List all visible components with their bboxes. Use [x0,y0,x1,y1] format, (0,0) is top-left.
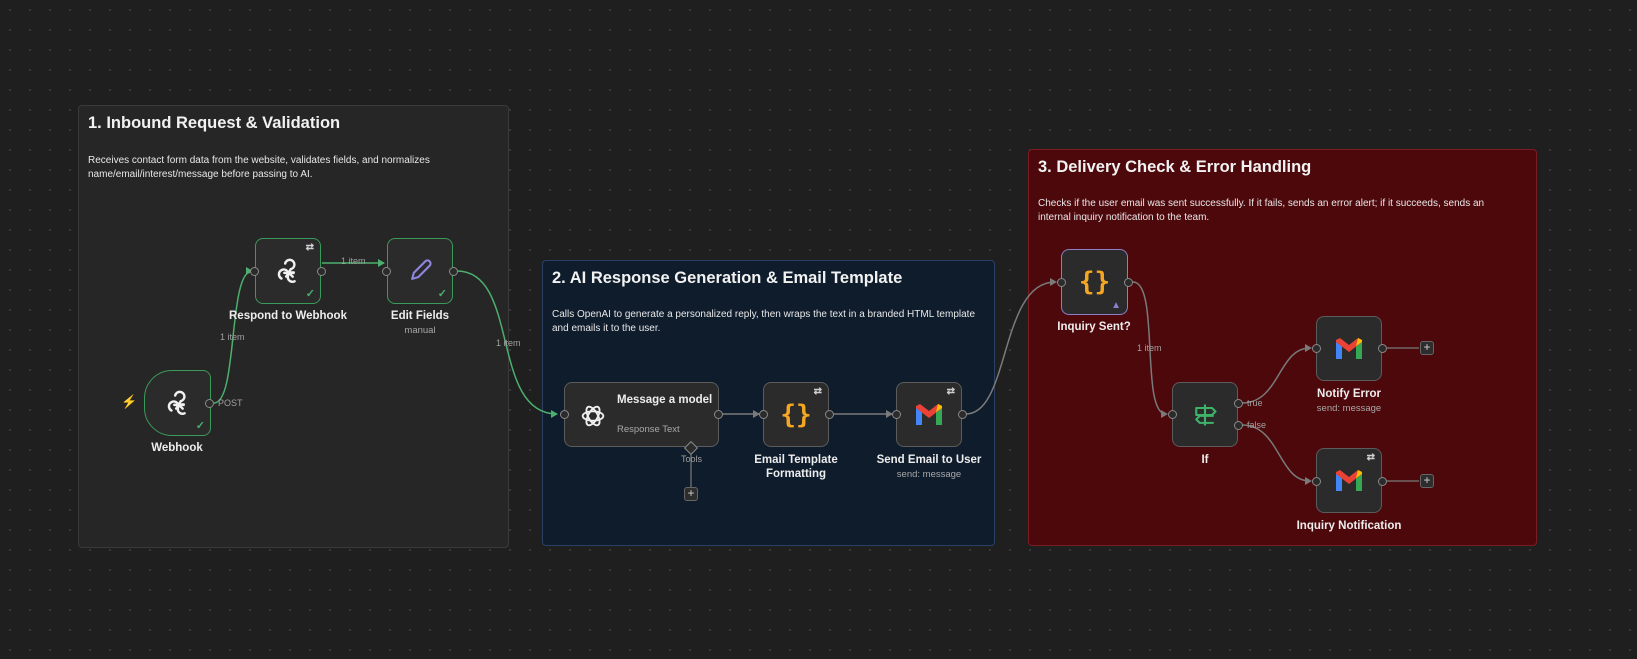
output-port[interactable] [449,267,458,276]
arrow-head [551,410,558,418]
output-port[interactable] [205,399,214,408]
success-check-icon: ✓ [305,288,315,300]
edge-webhook-to-respond [213,270,253,404]
input-port[interactable] [250,267,259,276]
loop-icon: ⇄ [1366,452,1375,463]
arrow-head [886,410,893,418]
edge-label: 1 item [341,256,366,266]
tools-label: Tools [681,454,703,464]
node-label: Inquiry Sent? [1057,321,1131,333]
output-port[interactable] [958,410,967,419]
node-label: Send Email to User [876,454,982,466]
output-port-false[interactable] [1234,421,1243,430]
add-tool-button[interactable]: + [684,487,698,501]
input-port[interactable] [1312,344,1321,353]
trigger-bolt-icon: ⚡ [121,394,138,409]
sticky-title: 3. Delivery Check & Error Handling [1038,158,1312,176]
braces-icon: {} [1078,267,1111,297]
node-notify-error[interactable] [1316,316,1382,381]
input-port[interactable] [382,267,391,276]
loop-icon: ⇄ [946,386,955,397]
node-edit-fields[interactable]: ✓ [387,238,453,304]
signpost-icon [1195,404,1217,425]
edge-label: 1 item [220,332,245,342]
edge-inquiry-sent-to-if [1132,281,1167,415]
output-port-true[interactable] [1234,399,1243,408]
node-label: Message a model [617,394,713,406]
success-check-icon: ✓ [437,288,447,300]
node-subtitle: manual [404,325,436,336]
output-port[interactable] [1378,477,1387,486]
pin-icon: ▲ [1111,300,1121,311]
add-node-button[interactable]: + [1420,474,1434,488]
output-port[interactable] [317,267,326,276]
sticky-title: 2. AI Response Generation & Email Templa… [552,269,903,287]
sticky-text: Calls OpenAI to generate a personalized … [552,309,976,334]
loop-icon: ⇄ [813,386,822,397]
edge-if-false-to-inquiry-notification [1241,424,1311,482]
arrow-head [1050,278,1057,286]
branch-label-false: false [1247,420,1267,430]
output-port[interactable] [1124,278,1133,287]
sticky-note-delivery-check[interactable]: 3. Delivery Check & Error Handling Check… [1028,149,1537,546]
gmail-icon [1336,469,1362,491]
node-label: Respond to Webhook [229,310,347,322]
port-label: POST [218,398,243,408]
arrow-head [1305,477,1312,485]
output-port[interactable] [714,410,723,419]
arrow-head [1161,410,1168,418]
edge-label: 1 item [496,338,521,348]
input-port[interactable] [1312,477,1321,486]
node-label: Webhook [151,442,203,454]
node-subtitle: Response Text [617,424,680,435]
input-port[interactable] [1168,410,1177,419]
node-subtitle: send: message [896,469,962,480]
gmail-icon [1336,337,1362,359]
node-label: Inquiry Notification [1296,520,1402,532]
node-webhook[interactable]: ✓ [144,370,211,436]
branch-label-true: true [1247,398,1263,408]
node-label: If [1201,454,1209,466]
input-port[interactable] [560,410,569,419]
edge-edit-to-model [456,270,558,415]
sticky-title: 1. Inbound Request & Validation [88,114,341,132]
sticky-text: Checks if the user email was sent succes… [1038,198,1485,223]
input-port[interactable] [892,410,901,419]
node-label: Notify Error [1317,388,1381,400]
node-send-email-to-user[interactable]: ⇄ [896,382,962,447]
arrow-head [246,267,253,275]
webhook-icon [277,258,296,283]
output-port[interactable] [825,410,834,419]
edge-label: 1 item [1137,343,1162,353]
arrow-head [378,259,385,267]
gmail-icon [916,403,942,425]
add-node-button[interactable]: + [1420,341,1434,355]
braces-icon: {} [780,399,812,430]
node-label: Edit Fields [390,310,450,322]
input-port[interactable] [759,410,768,419]
node-inquiry-notification[interactable]: ⇄ [1316,448,1382,513]
node-email-template-formatting[interactable]: {} ⇄ [763,382,829,447]
node-respond-to-webhook[interactable]: ⇄ ✓ [255,238,321,304]
node-subtitle: send: message [1316,403,1382,414]
output-port[interactable] [1378,344,1387,353]
webhook-icon [167,390,186,415]
node-label: Email Template Formatting [754,454,838,480]
loop-icon: ⇄ [305,242,314,253]
node-inquiry-sent[interactable]: {} ▲ [1061,249,1128,315]
success-check-icon: ✓ [195,420,205,432]
pencil-icon [411,259,432,280]
arrow-head [1305,344,1312,352]
node-if[interactable] [1172,382,1238,447]
edge-if-true-to-notify-error [1241,347,1311,404]
sticky-text: Receives contact form data from the webs… [88,155,430,180]
arrow-head [753,410,760,418]
input-port[interactable] [1057,278,1066,287]
node-message-a-model[interactable]: Message a model Response Text [564,382,719,447]
openai-icon [581,405,605,427]
edge-send-to-inquiry-sent [965,281,1056,415]
sticky-note-inbound[interactable]: 1. Inbound Request & Validation Receives… [78,105,509,548]
